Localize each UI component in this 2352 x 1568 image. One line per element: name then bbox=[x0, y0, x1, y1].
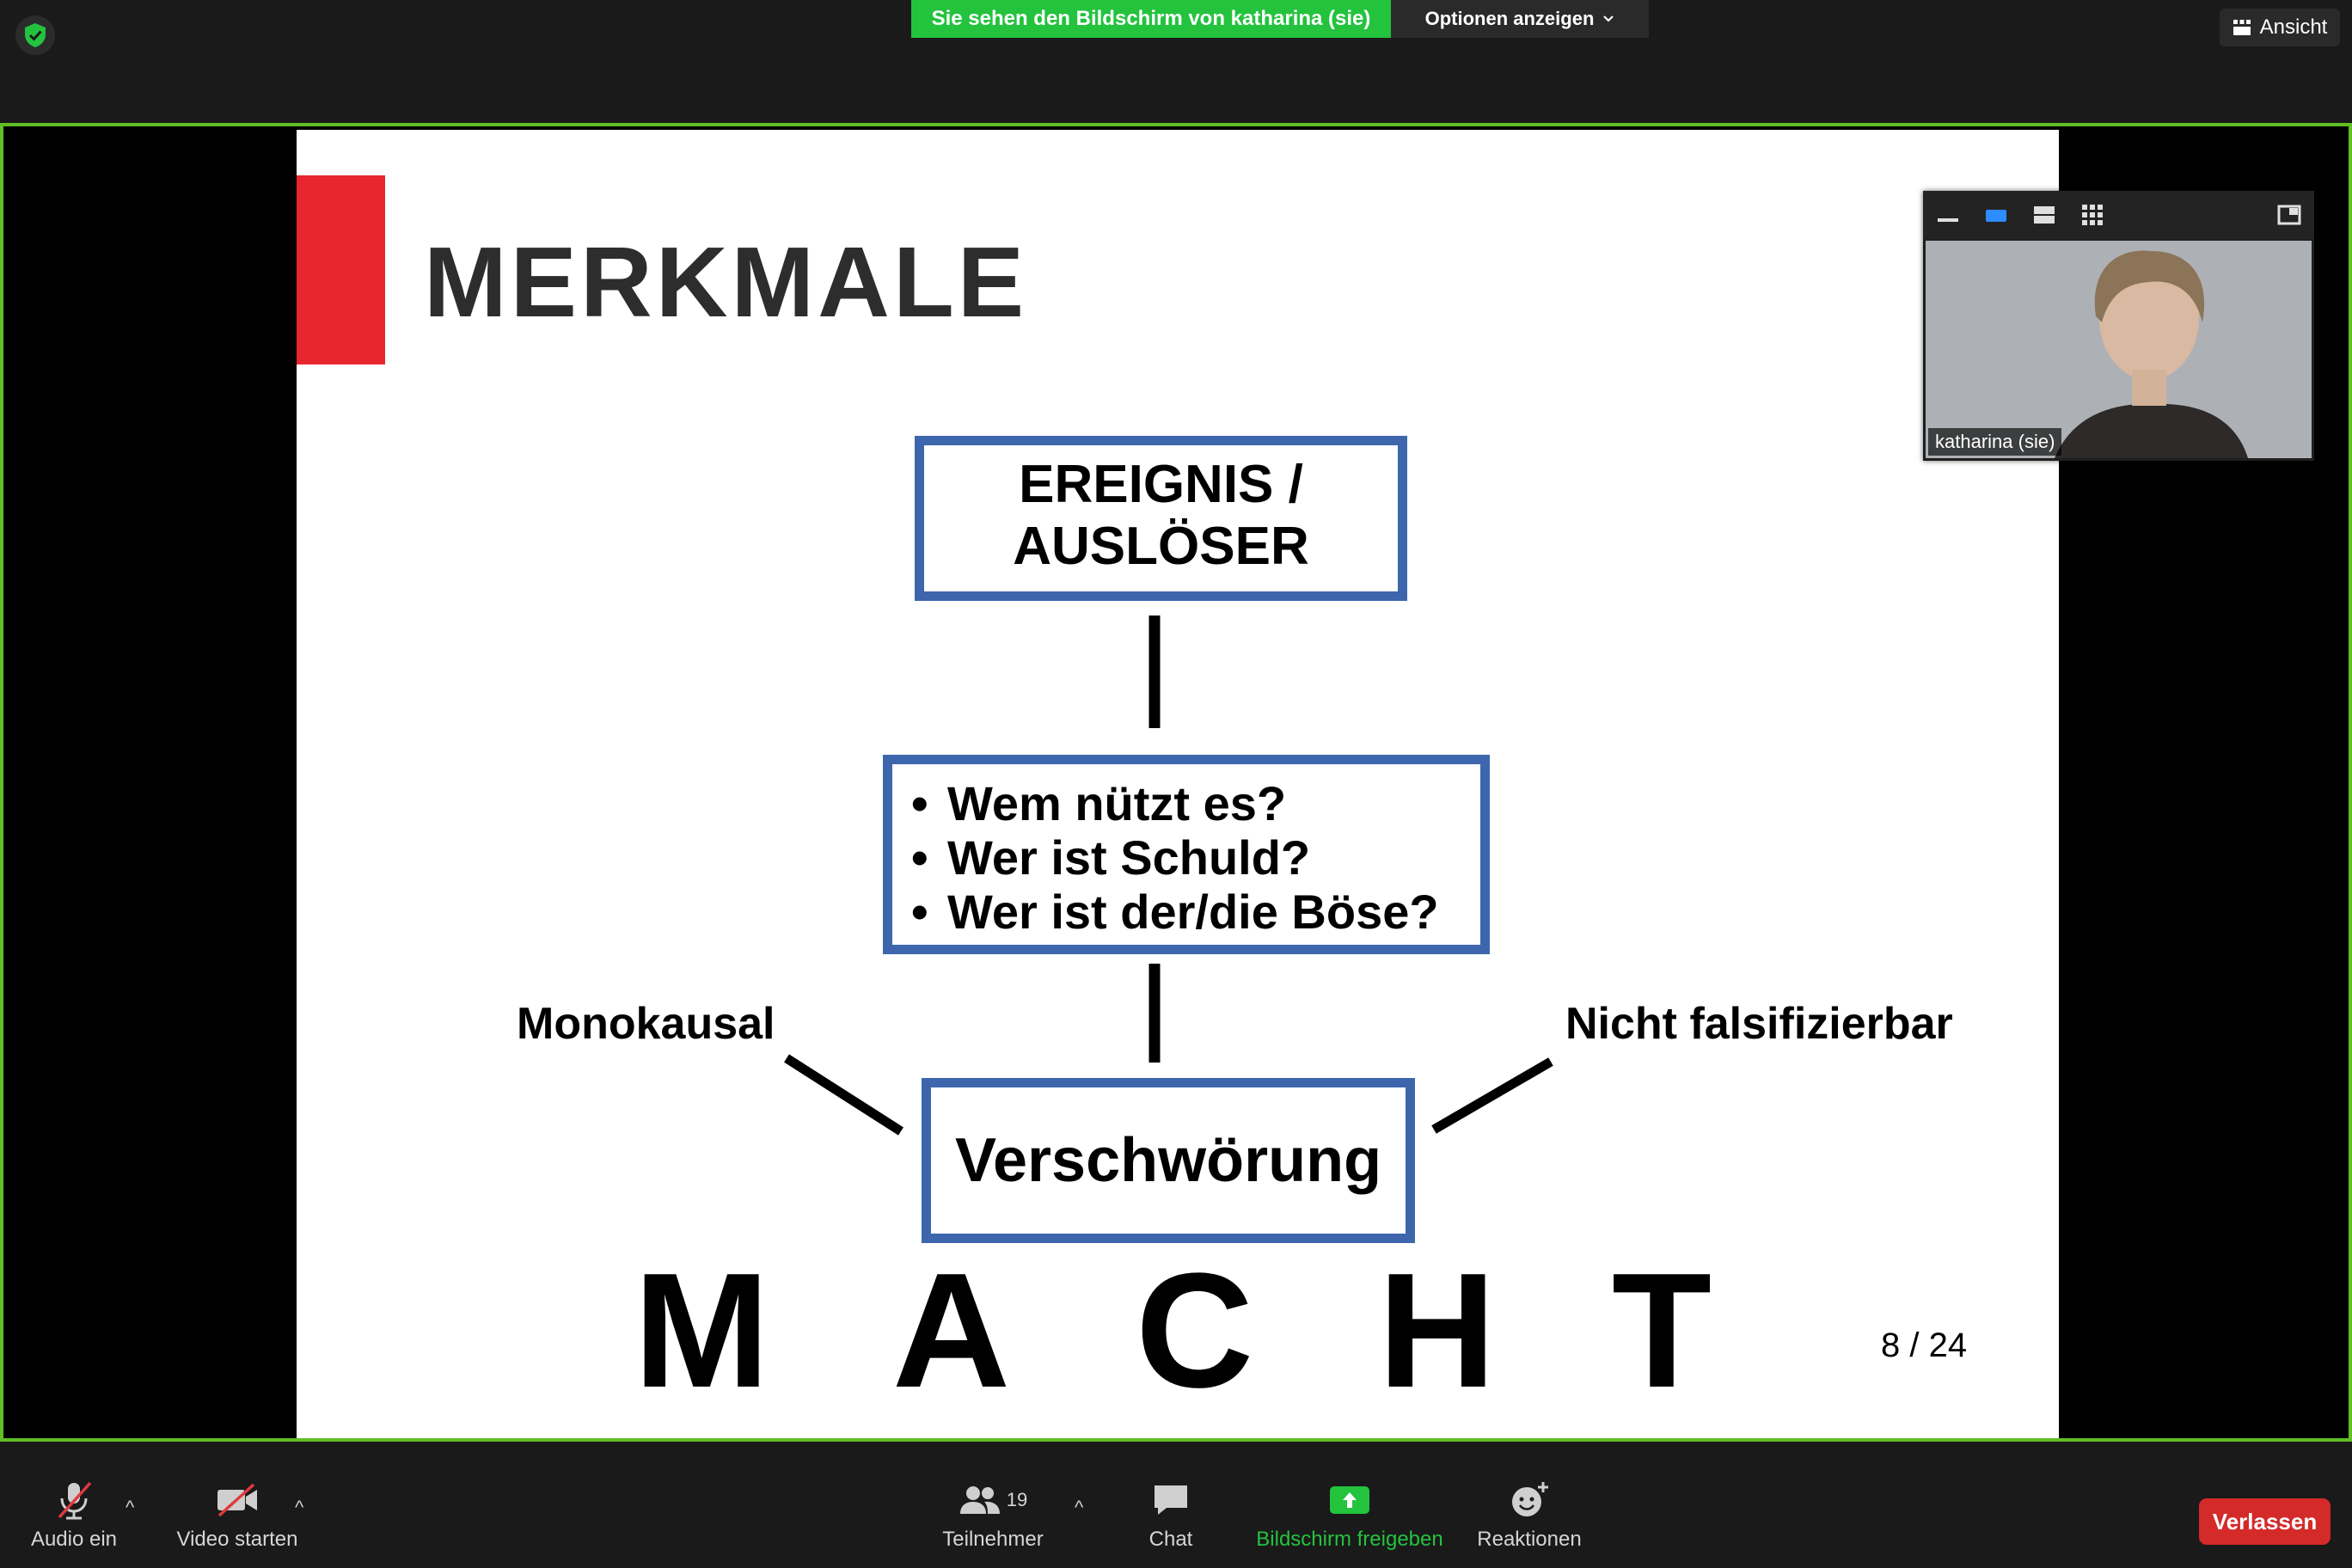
view-options-button[interactable]: Optionen anzeigen bbox=[1391, 0, 1649, 38]
question-item: Wer ist Schuld? bbox=[911, 830, 1480, 885]
view-options-label: Optionen anzeigen bbox=[1424, 8, 1595, 29]
participants-button[interactable]: 19 Teilnehmer bbox=[928, 1442, 1057, 1568]
chat-button-label: Chat bbox=[1148, 1528, 1193, 1551]
participants-button-label: Teilnehmer bbox=[942, 1528, 1044, 1551]
event-trigger-line1: EREIGNIS / bbox=[1019, 455, 1303, 514]
grid-view-icon bbox=[2233, 20, 2251, 35]
meeting-toolbar: Audio ein ^ Video starten ^ 19 Teilnehme… bbox=[0, 1442, 2352, 1568]
self-video-window[interactable]: katharina (sie) bbox=[1923, 191, 2314, 461]
gallery-strip-icon[interactable] bbox=[2031, 203, 2057, 227]
top-bar: Sie sehen den Bildschirm von katharina (… bbox=[0, 0, 2352, 123]
diagram-connectors bbox=[784, 616, 1553, 1136]
self-video-toolbar bbox=[1923, 191, 2314, 239]
reactions-button[interactable]: Reaktionen bbox=[1467, 1442, 1592, 1568]
speaker-view-icon[interactable] bbox=[1983, 203, 2009, 227]
event-trigger-box: EREIGNIS / AUSLÖSER bbox=[915, 436, 1407, 601]
monocausal-label: Monokausal bbox=[517, 999, 775, 1049]
event-trigger-line2: AUSLÖSER bbox=[1013, 517, 1309, 576]
audio-options-caret-icon[interactable]: ^ bbox=[126, 1497, 135, 1518]
not-falsifiable-label: Nicht falsifizierbar bbox=[1565, 999, 1953, 1049]
share-screen-label: Bildschirm freigeben bbox=[1256, 1528, 1443, 1551]
title-accent-bar bbox=[297, 175, 385, 364]
smiley-add-icon bbox=[1512, 1482, 1548, 1516]
question-item: Wer ist der/die Böse? bbox=[911, 885, 1480, 939]
question-item: Wem nützt es? bbox=[911, 776, 1480, 830]
slide-title: MERKMALE bbox=[424, 226, 1028, 338]
questions-box: Wem nützt es? Wer ist Schuld? Wer ist de… bbox=[883, 755, 1490, 954]
participant-avatar-image bbox=[1926, 241, 2312, 458]
video-options-caret-icon[interactable]: ^ bbox=[295, 1497, 304, 1518]
leave-meeting-button[interactable]: Verlassen bbox=[2199, 1498, 2331, 1545]
audio-button-label: Audio ein bbox=[30, 1528, 118, 1551]
screen-share-banner: Sie sehen den Bildschirm von katharina (… bbox=[911, 0, 1391, 38]
audio-button[interactable]: Audio ein bbox=[17, 1442, 131, 1568]
microphone-muted-icon bbox=[58, 1481, 92, 1520]
slide-page-number: 8 / 24 bbox=[1881, 1326, 1968, 1364]
view-button[interactable]: Ansicht bbox=[2220, 9, 2340, 46]
video-camera-off-icon bbox=[217, 1483, 257, 1517]
participants-icon bbox=[959, 1486, 1000, 1514]
minimize-icon[interactable] bbox=[1935, 203, 1961, 227]
view-button-label: Ansicht bbox=[2259, 15, 2328, 39]
share-screen-icon bbox=[1330, 1486, 1369, 1514]
chat-bubble-icon bbox=[1155, 1485, 1187, 1515]
macht-letter: T bbox=[1612, 1240, 1712, 1422]
conspiracy-box: Verschwörung bbox=[922, 1078, 1415, 1243]
video-button[interactable]: Video starten bbox=[168, 1442, 306, 1568]
share-screen-button[interactable]: Bildschirm freigeben bbox=[1252, 1442, 1448, 1568]
leave-meeting-label: Verlassen bbox=[2212, 1508, 2318, 1534]
macht-letter: A bbox=[892, 1240, 1011, 1422]
video-button-label: Video starten bbox=[176, 1528, 298, 1551]
reactions-button-label: Reaktionen bbox=[1477, 1528, 1582, 1551]
participant-video: katharina (sie) bbox=[1926, 241, 2312, 458]
security-shield-icon[interactable] bbox=[15, 15, 55, 55]
participants-count-badge: 19 bbox=[1006, 1489, 1028, 1510]
presentation-slide: MERKMALE EREIGNIS / AUSLÖSER Wem nützt e… bbox=[297, 130, 2059, 1438]
screen-share-banner-text: Sie sehen den Bildschirm von katharina (… bbox=[931, 7, 1371, 30]
conspiracy-text: Verschwörung bbox=[954, 1126, 1382, 1195]
chat-button[interactable]: Chat bbox=[1126, 1442, 1216, 1568]
chevron-down-icon bbox=[1603, 15, 1614, 22]
macht-letter: H bbox=[1378, 1240, 1497, 1422]
macht-letter: C bbox=[1136, 1240, 1254, 1422]
participant-name-tag: katharina (sie) bbox=[1928, 428, 2062, 456]
macht-letter: M bbox=[634, 1240, 770, 1422]
grid-icon[interactable] bbox=[2079, 203, 2105, 227]
popout-icon[interactable] bbox=[2276, 203, 2302, 227]
participants-options-caret-icon[interactable]: ^ bbox=[1075, 1497, 1084, 1518]
